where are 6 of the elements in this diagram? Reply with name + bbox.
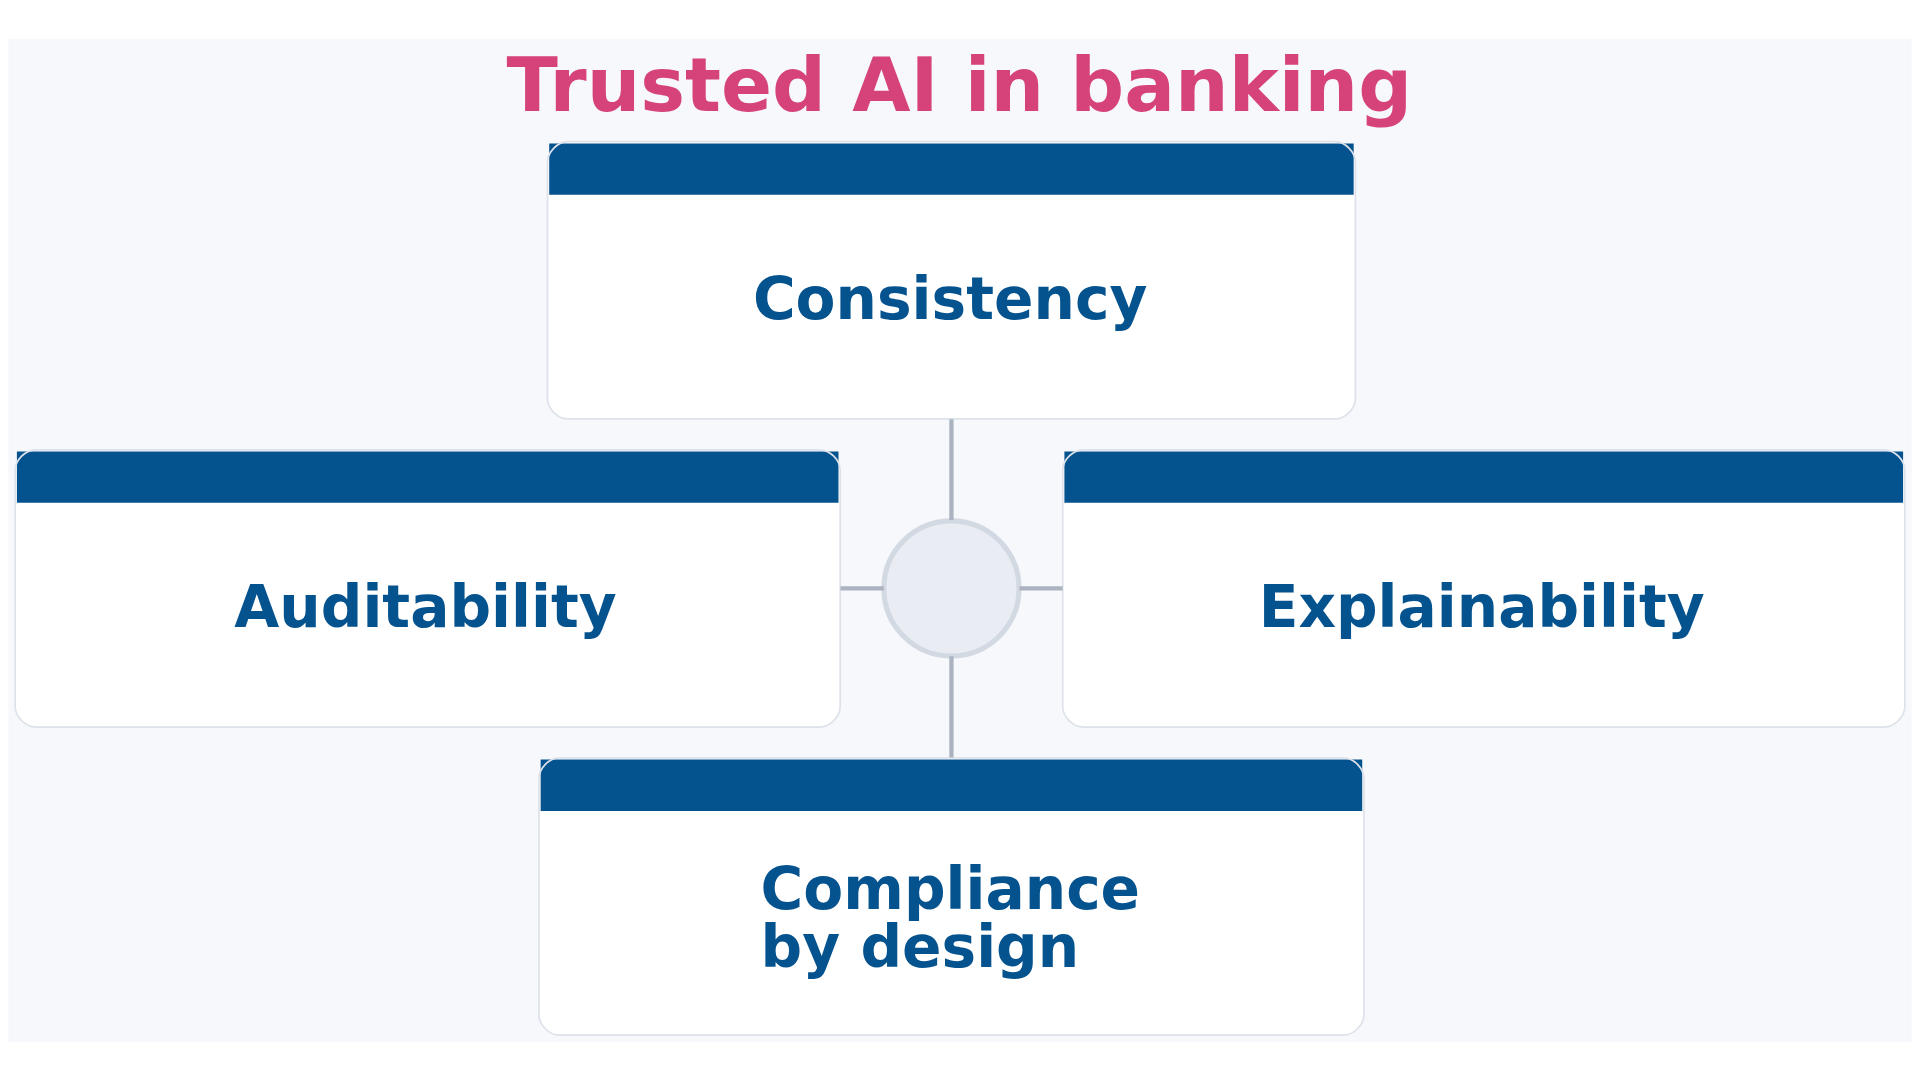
connector [949,418,954,520]
node-circle [881,517,1022,659]
connector [1019,585,1063,591]
connector [949,655,954,757]
connector [840,585,884,591]
diagram-title: Trusted AI in banking [506,40,1413,129]
